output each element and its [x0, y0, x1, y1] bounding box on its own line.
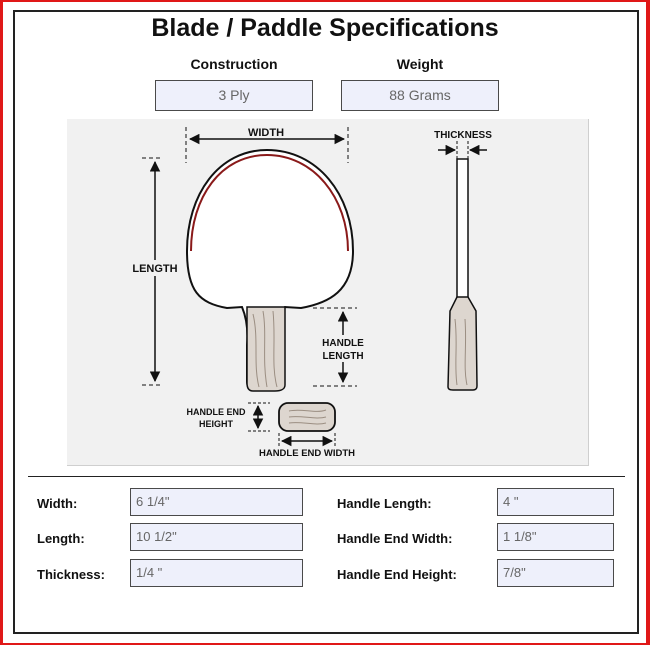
handle-length-dim-label-2: LENGTH [322, 351, 363, 362]
thickness-field[interactable]: 1/4 " [130, 559, 303, 587]
length-label: Length: [37, 531, 85, 546]
paddle-front-view [185, 148, 355, 392]
paddle-diagram: WIDTH LENGTH HANDLE LENGTH THICKNESS [67, 119, 589, 466]
construction-label: Construction [190, 56, 278, 72]
handle-end-width-field[interactable]: 1 1/8" [497, 523, 614, 551]
length-dim-label: LENGTH [132, 263, 177, 275]
section-divider [28, 476, 625, 477]
thickness-dim-label: THICKNESS [434, 130, 492, 141]
weight-field[interactable]: 88 Grams [341, 80, 499, 111]
width-field[interactable]: 6 1/4" [130, 488, 303, 516]
handle-end-height-label: Handle End Height: [337, 567, 457, 582]
handle-end-height-label-1: HANDLE END [186, 407, 246, 417]
length-field[interactable]: 10 1/2" [130, 523, 303, 551]
handle-end-width-label: HANDLE END WIDTH [259, 448, 355, 459]
handle-length-label: Handle Length: [337, 496, 432, 511]
construction-field[interactable]: 3 Ply [155, 80, 313, 111]
width-dim-label: WIDTH [248, 127, 284, 139]
paddle-diagram-svg: WIDTH LENGTH HANDLE LENGTH THICKNESS [129, 124, 492, 459]
handle-length-field[interactable]: 4 " [497, 488, 614, 516]
page-title: Blade / Paddle Specifications [151, 14, 499, 42]
thickness-label: Thickness: [37, 567, 105, 582]
handle-end-view [278, 402, 336, 432]
width-label: Width: [37, 496, 78, 511]
paddle-side-view [447, 158, 478, 391]
handle-end-height-field[interactable]: 7/8" [497, 559, 614, 587]
form-border [13, 10, 639, 634]
handle-end-height-label-2: HEIGHT [199, 419, 234, 429]
weight-label: Weight [396, 56, 444, 72]
handle-length-dim-label-1: HANDLE [322, 338, 364, 349]
handle-end-width-label: Handle End Width: [337, 531, 453, 546]
